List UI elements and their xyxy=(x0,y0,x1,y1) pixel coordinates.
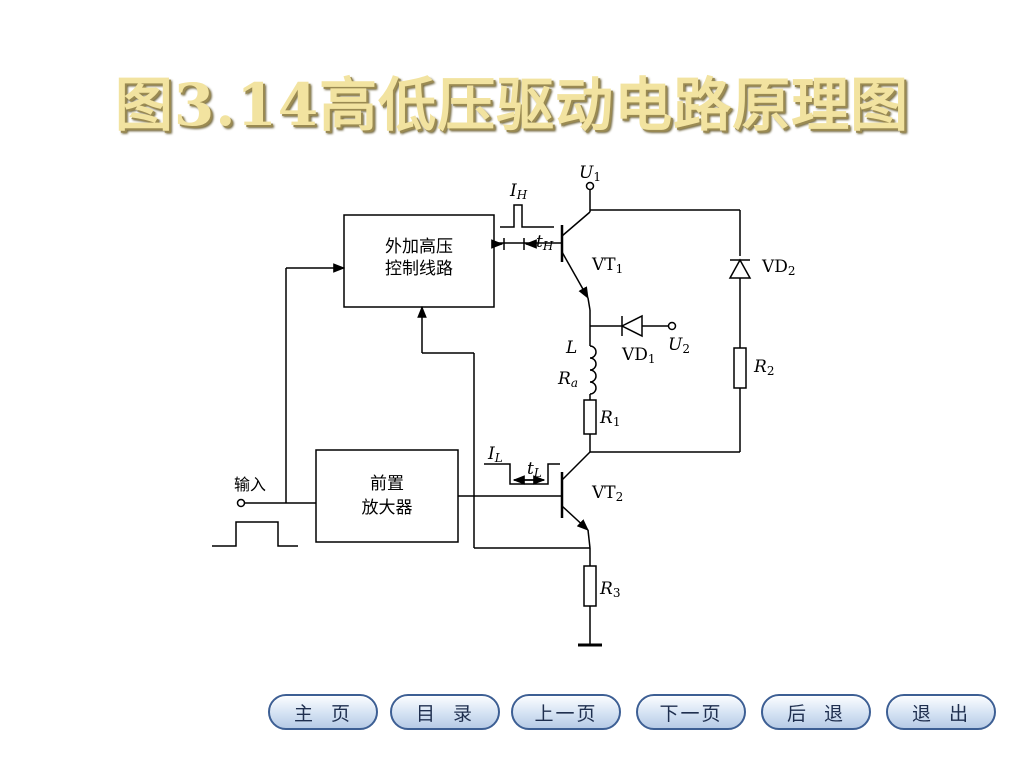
u2-terminal xyxy=(667,321,677,331)
svg-text:IH: IH xyxy=(509,181,528,202)
ra-sub: a xyxy=(571,376,578,390)
svg-text:R3: R3 xyxy=(599,579,620,600)
preamp-label-2: 放大器 xyxy=(362,498,413,518)
u1-sub: 1 xyxy=(593,170,601,184)
vd2-diode xyxy=(728,258,752,279)
svg-text:U2: U2 xyxy=(668,335,690,356)
prev-page-button-label: 上一页 xyxy=(534,702,598,725)
vt1-label: VT xyxy=(591,255,616,275)
svg-text:VD2: VD2 xyxy=(761,257,796,278)
u2-sub: 2 xyxy=(682,342,690,356)
r2-label: R xyxy=(753,357,767,377)
exit-button-label: 退 出 xyxy=(911,702,971,725)
vt2-sub: 2 xyxy=(616,490,624,504)
u1-terminal xyxy=(585,181,595,191)
home-button-label: 主 页 xyxy=(293,702,353,725)
ra-label: R xyxy=(557,369,571,389)
tl-sub: L xyxy=(533,466,542,480)
vd1-label: VD xyxy=(621,345,648,365)
il-label: I xyxy=(487,444,495,464)
next-page-button[interactable]: 下一页 xyxy=(636,694,746,730)
r2-sub: 2 xyxy=(767,364,775,378)
svg-text:VT1: VT1 xyxy=(591,255,623,276)
r3-label: R xyxy=(599,579,613,599)
toc-button-label: 目 录 xyxy=(415,702,475,725)
il-pulse xyxy=(484,463,560,485)
ih-pulse xyxy=(500,204,554,228)
u1-label: U xyxy=(579,163,594,183)
vt2-label: VT xyxy=(591,483,616,503)
input-pulse-waveform xyxy=(212,521,298,547)
vd2-label: VD xyxy=(761,257,788,277)
svg-text:R2: R2 xyxy=(753,357,774,378)
hv-block-label-1: 外加高压 xyxy=(385,237,453,257)
ih-label: I xyxy=(509,181,517,201)
r3-sub: 3 xyxy=(613,586,621,600)
input-label: 输入 xyxy=(234,475,266,494)
tl-label: t xyxy=(527,459,534,479)
page-title: 图3.14高低压驱动电路原理图 xyxy=(114,71,910,139)
vt1-sub: 1 xyxy=(616,262,624,276)
u2-label: U xyxy=(668,335,683,355)
svg-text:R1: R1 xyxy=(599,408,620,429)
input-terminal xyxy=(236,498,246,508)
vd1-sub: 1 xyxy=(648,352,656,366)
r1-label: R xyxy=(599,408,613,428)
vd2-sub: 2 xyxy=(788,264,796,278)
vd1-diode xyxy=(620,314,643,338)
svg-text:VD1: VD1 xyxy=(621,345,656,366)
back-button-label: 后 退 xyxy=(786,702,846,725)
resistor-r3 xyxy=(583,565,597,607)
ih-sub: H xyxy=(516,188,528,202)
preamp-block xyxy=(315,449,459,543)
l-label: L xyxy=(565,338,577,358)
svg-text:Ra: Ra xyxy=(557,369,578,390)
th-label: t xyxy=(536,232,543,252)
resistor-r1 xyxy=(583,399,597,435)
r1-sub: 1 xyxy=(613,415,621,429)
next-page-button-label: 下一页 xyxy=(659,702,723,725)
svg-text:U1: U1 xyxy=(579,163,601,184)
hv-block-label-2: 控制线路 xyxy=(385,259,453,279)
home-button[interactable]: 主 页 xyxy=(268,694,378,730)
preamp-label-1: 前置 xyxy=(370,474,404,494)
svg-text:tL: tL xyxy=(527,459,542,480)
toc-button[interactable]: 目 录 xyxy=(390,694,500,730)
svg-text:IL: IL xyxy=(487,444,503,465)
inductor-l xyxy=(589,345,597,395)
il-sub: L xyxy=(494,451,503,465)
svg-text:tH: tH xyxy=(536,232,554,253)
resistor-r2 xyxy=(733,347,747,389)
th-sub: H xyxy=(542,239,554,253)
svg-text:VT2: VT2 xyxy=(591,483,623,504)
back-button[interactable]: 后 退 xyxy=(761,694,871,730)
exit-button[interactable]: 退 出 xyxy=(886,694,996,730)
prev-page-button[interactable]: 上一页 xyxy=(511,694,621,730)
